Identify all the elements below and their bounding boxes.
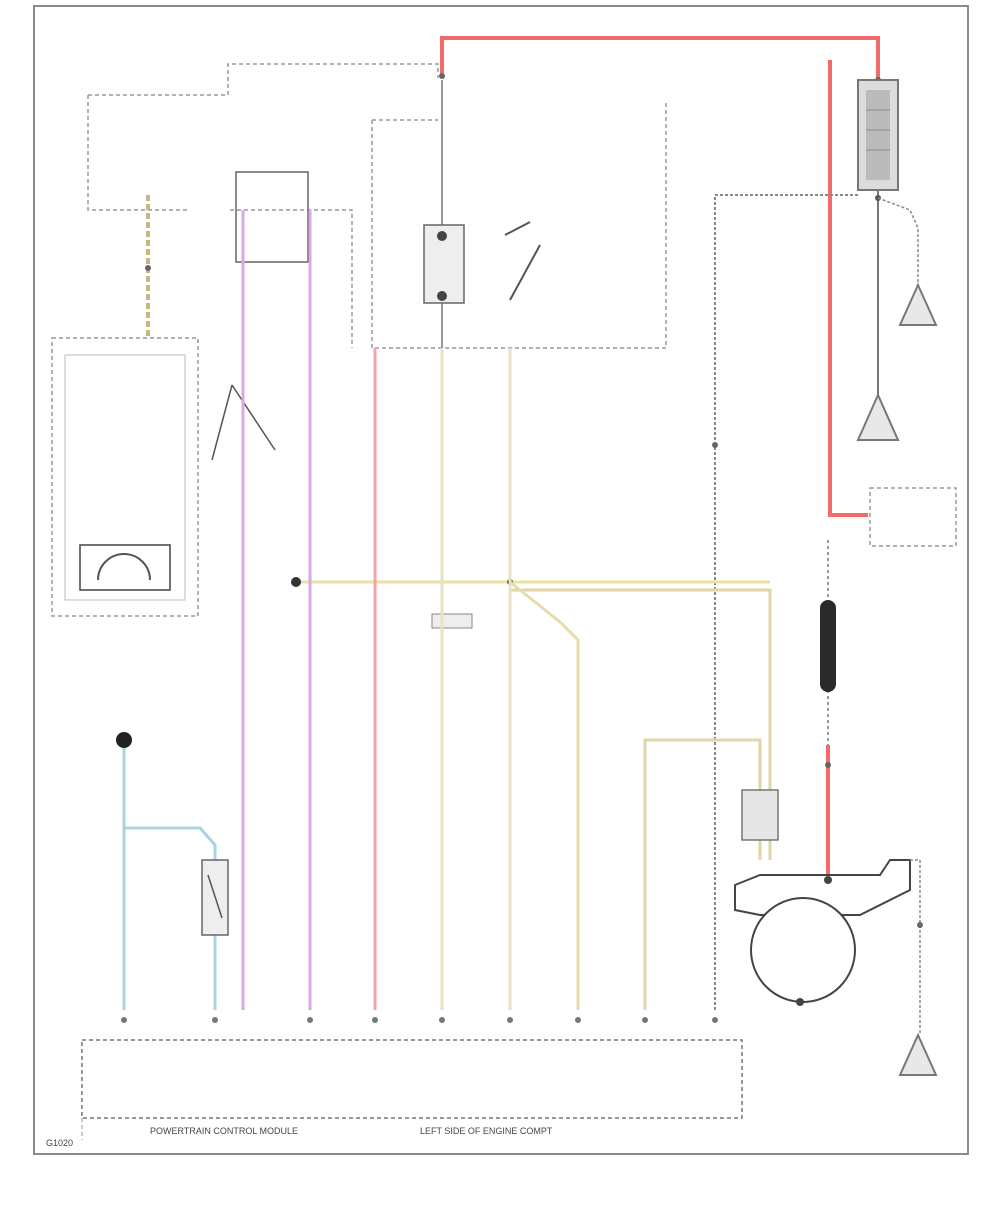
data-bus-branch	[509, 580, 580, 1010]
pcm-location: LEFT SIDE OF ENGINE COMPT	[420, 1126, 553, 1136]
splice	[917, 922, 923, 928]
field-wires	[510, 588, 772, 1010]
pcm-pins	[121, 1017, 718, 1023]
splice	[145, 265, 151, 271]
pcm-label: POWERTRAIN CONTROL MODULE	[150, 1126, 298, 1136]
pdc-box	[371, 100, 667, 349]
ground-symbol	[856, 282, 938, 1076]
splice	[712, 442, 718, 448]
battery-temp-sensor-wire	[877, 197, 919, 285]
splice	[825, 762, 831, 768]
generator-ground-wire	[910, 859, 921, 1035]
powertrain-control-module	[81, 1039, 743, 1140]
diagram-frame	[33, 5, 969, 1155]
field-connector	[741, 789, 779, 841]
data-link-connector	[116, 732, 132, 748]
starter-relay	[869, 487, 957, 547]
ignition-switch-contact	[211, 384, 276, 461]
battery	[857, 79, 899, 191]
battery-temp-sensor	[201, 859, 229, 936]
asd-relay	[423, 80, 541, 348]
connector	[431, 613, 473, 629]
splice	[291, 577, 301, 587]
fuse-module	[235, 171, 309, 263]
generator	[734, 859, 911, 1006]
battery-feed-wire	[440, 36, 880, 880]
splice	[439, 73, 881, 83]
instrument-cluster	[51, 337, 199, 617]
fusible-link	[820, 600, 836, 692]
figure-id: G1020	[46, 1138, 73, 1148]
sense-wire	[714, 194, 858, 1010]
fuse-block	[87, 63, 439, 348]
